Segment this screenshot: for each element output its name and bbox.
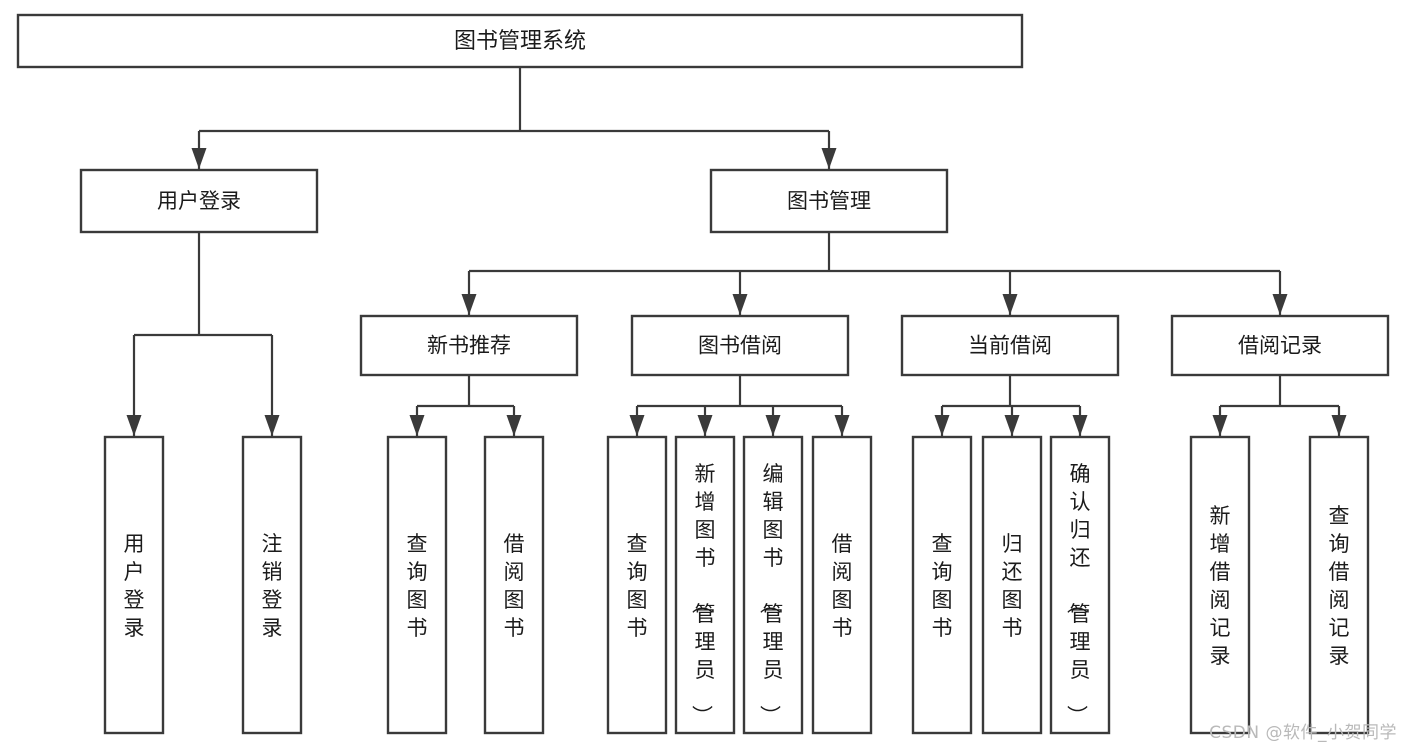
connectors-layer [126,67,1347,436]
arrow-head-l3-2-0 [934,415,950,436]
level3-node-3[interactable]: 借阅记录 [1170,314,1390,377]
arrow-head-l3-1-2 [765,415,781,436]
leaf-node-1-box[interactable] [241,435,303,735]
level2-node-1[interactable]: 图书管理 [709,168,949,234]
arrow-head-user-login-1 [264,415,280,436]
leaf-node-10-box[interactable] [1049,435,1111,735]
leaf-node-9[interactable]: 归还图书 [981,435,1043,735]
leaf-node-2[interactable]: 查询图书 [386,435,448,735]
leaf-node-10-label: 确认归还（管理员） [1065,462,1091,726]
level3-node-1-box[interactable] [630,314,850,377]
leaf-node-3-box[interactable] [483,435,545,735]
level2-node-1-box[interactable] [709,168,949,234]
leaf-node-0-label: 用户登录 [124,532,145,640]
arrow-head-book-mgmt-2 [1002,294,1018,315]
leaf-node-11-box[interactable] [1189,435,1251,735]
leaf-node-6-box[interactable] [742,435,804,735]
level3-node-0-label: 新书推荐 [427,334,511,358]
leaf-node-10[interactable]: 确认归还（管理员） [1049,435,1111,735]
leaf-node-11-label: 新增借阅记录 [1210,504,1231,668]
leaf-node-12-label: 查询借阅记录 [1329,504,1350,668]
level3-node-2[interactable]: 当前借阅 [900,314,1120,377]
leaf-node-2-label: 查询图书 [407,532,428,640]
arrow-head-book-mgmt-3 [1272,294,1288,315]
leaf-node-8-box[interactable] [911,435,973,735]
arrow-head-root-1 [821,148,837,169]
leaf-node-7[interactable]: 借阅图书 [811,435,873,735]
leaf-node-7-label: 借阅图书 [832,532,853,640]
leaf-node-0[interactable]: 用户登录 [103,435,165,735]
arrow-head-book-mgmt-1 [732,294,748,315]
leaf-node-3-label: 借阅图书 [504,532,525,640]
leaf-node-5-label: 新增图书（管理员） [690,462,716,726]
arrow-head-l3-2-2 [1072,415,1088,436]
level3-node-2-label: 当前借阅 [968,334,1052,358]
arrow-head-l3-0-0 [409,415,425,436]
arrow-head-l3-1-3 [834,415,850,436]
level2-node-0-box[interactable] [79,168,319,234]
leaf-node-0-box[interactable] [103,435,165,735]
csdn-watermark: CSDN @软件_小贺同学 [1209,723,1397,743]
nodes-layer: 图书管理系统用户登录图书管理新书推荐图书借阅当前借阅借阅记录用户登录注销登录查询… [16,13,1390,735]
level3-node-3-box[interactable] [1170,314,1390,377]
leaf-node-2-box[interactable] [386,435,448,735]
leaf-node-7-box[interactable] [811,435,873,735]
arrow-head-book-mgmt-0 [461,294,477,315]
leaf-node-5-box[interactable] [674,435,736,735]
leaf-node-8-label: 查询图书 [932,532,953,640]
root-node[interactable]: 图书管理系统 [16,13,1024,69]
level3-node-3-label: 借阅记录 [1238,334,1322,358]
leaf-node-9-label: 归还图书 [1002,532,1023,640]
arrow-head-l3-1-1 [697,415,713,436]
arrow-head-l3-1-0 [629,415,645,436]
leaf-node-1[interactable]: 注销登录 [241,435,303,735]
arrow-head-l3-3-1 [1331,415,1347,436]
root-node-box[interactable] [16,13,1024,69]
level3-node-0[interactable]: 新书推荐 [359,314,579,377]
leaf-node-8[interactable]: 查询图书 [911,435,973,735]
arrow-head-root-0 [191,148,207,169]
level3-node-1[interactable]: 图书借阅 [630,314,850,377]
leaf-node-1-label: 注销登录 [262,532,283,640]
leaf-node-5[interactable]: 新增图书（管理员） [674,435,736,735]
arrow-head-l3-3-0 [1212,415,1228,436]
arrow-head-l3-2-1 [1004,415,1020,436]
level3-node-1-label: 图书借阅 [698,334,782,358]
leaf-node-4-label: 查询图书 [627,532,648,640]
level3-node-2-box[interactable] [900,314,1120,377]
leaf-node-12[interactable]: 查询借阅记录 [1308,435,1370,735]
leaf-node-11[interactable]: 新增借阅记录 [1189,435,1251,735]
level2-node-1-label: 图书管理 [787,189,871,213]
leaf-node-9-box[interactable] [981,435,1043,735]
leaf-node-4[interactable]: 查询图书 [606,435,668,735]
root-node-label: 图书管理系统 [454,29,586,54]
leaf-node-3[interactable]: 借阅图书 [483,435,545,735]
level2-node-0-label: 用户登录 [157,189,241,213]
leaf-node-6[interactable]: 编辑图书（管理员） [742,435,804,735]
level3-node-0-box[interactable] [359,314,579,377]
level2-node-0[interactable]: 用户登录 [79,168,319,234]
leaf-node-12-box[interactable] [1308,435,1370,735]
arrow-head-l3-0-1 [506,415,522,436]
leaf-node-4-box[interactable] [606,435,668,735]
leaf-node-6-label: 编辑图书（管理员） [758,462,784,726]
arrow-head-user-login-0 [126,415,142,436]
